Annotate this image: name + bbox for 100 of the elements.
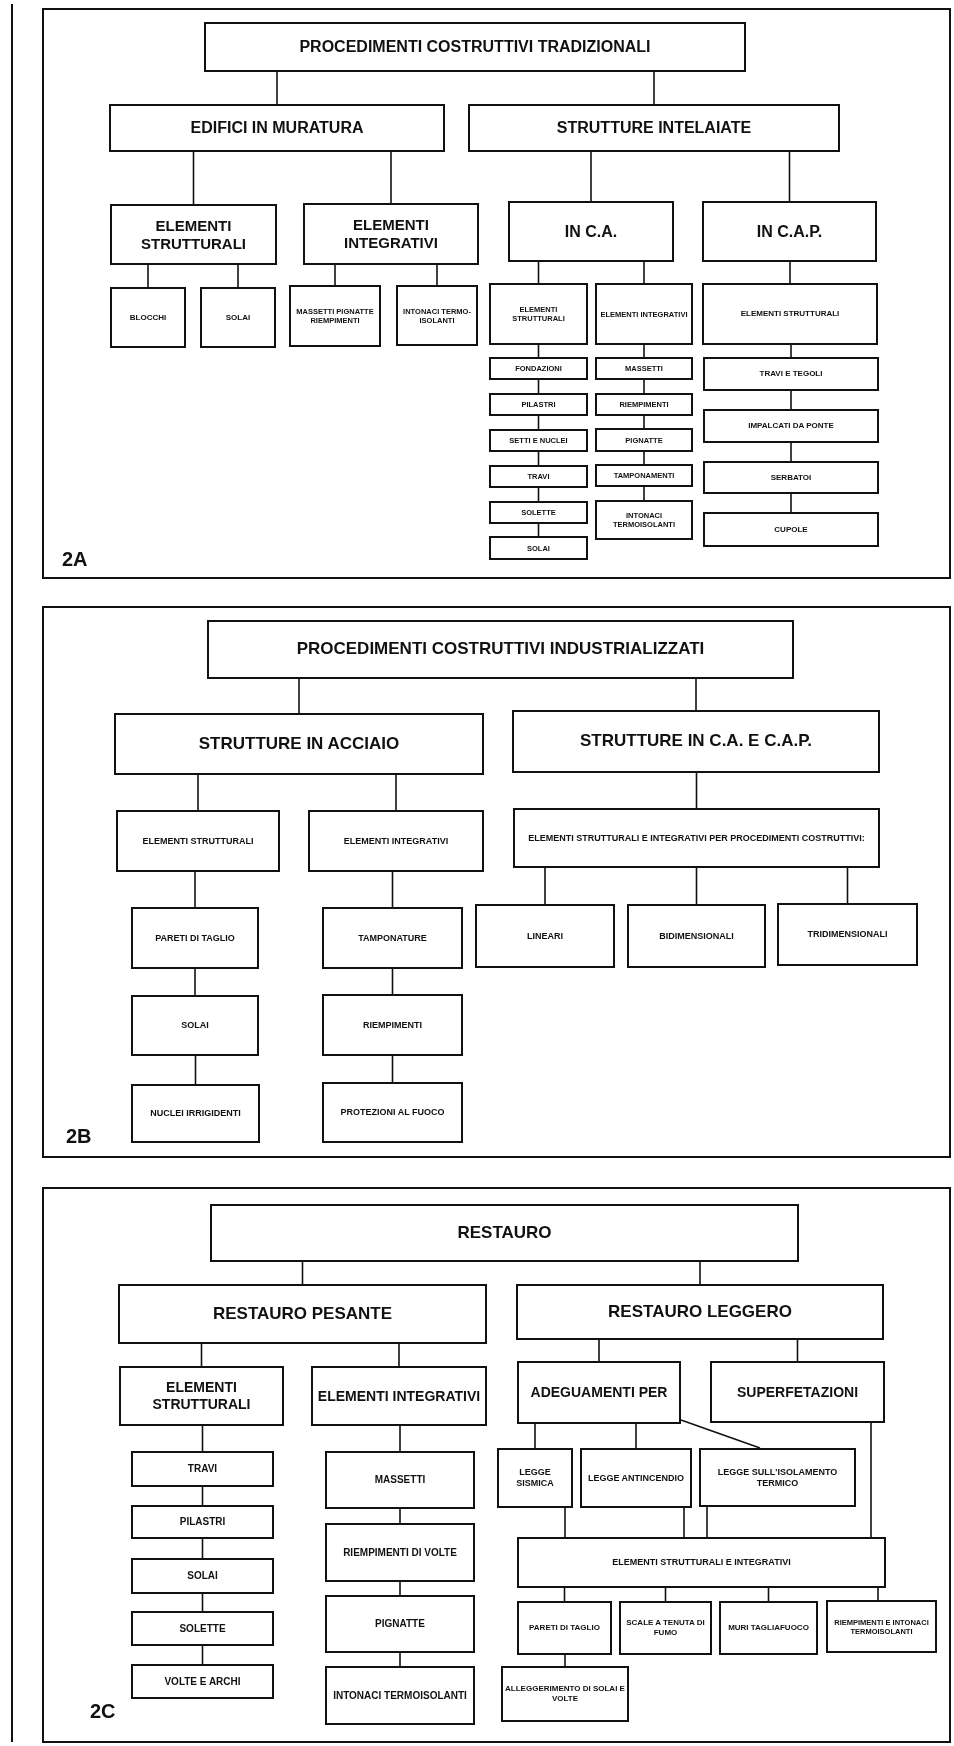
connector-line [699,1261,701,1285]
node-label: STRUTTURE IN ACCIAIO [198,733,400,755]
node-label: LEGGE SULL'ISOLAMENTO TERMICO [716,1466,839,1489]
category-box [595,428,693,452]
node-label: ELEMENTI INTEGRATIVI [343,835,449,847]
connector-line [695,867,698,905]
category-box [489,283,588,345]
connector-line [197,774,199,811]
category-box [303,203,479,265]
category-box [512,710,880,773]
node-label: RIEMPIMENTI [363,1019,422,1031]
category-box [627,904,766,968]
category-box [501,1666,629,1722]
category-box [110,204,277,265]
category-box [289,285,381,347]
category-box [595,500,693,540]
node-label: IMPALCATI DA PONTE [748,421,834,431]
connector-line [399,1508,401,1524]
connector-line [334,264,336,286]
panel-number: 2C [90,1700,116,1723]
connector-line [436,264,438,286]
connector-line [695,772,698,809]
connector-line [544,867,546,905]
connector-line [537,261,540,284]
node-label: ALLEGGERIMENTO DI SOLAI E VOLTE [505,1684,625,1704]
category-box [517,1537,886,1588]
category-box [489,357,588,380]
node-label: SOLETTE [179,1622,226,1635]
node-label: SUPERFETAZIONI [736,1383,859,1401]
node-label: RIEMPIMENTI DI VOLTE [343,1546,457,1559]
connector-line [643,451,645,465]
node-label: BIDIMENSIONALI [659,930,734,942]
category-box [595,393,693,416]
node-label: ELEMENTI STRUTTURALI [151,1379,252,1413]
connector-line [790,442,792,462]
node-label: SOLAI [187,1570,218,1582]
connector-line [790,344,792,358]
category-box [703,512,879,547]
connector-line [643,344,645,358]
node-label: SERBATOI [770,472,812,483]
connector-line [237,264,239,288]
connector-line [598,1339,600,1362]
connector-line [391,1055,394,1083]
node-label: TRAVI E TEGOLI [759,369,823,379]
category-box [702,283,878,345]
category-box [207,620,794,679]
connector-line [534,1423,536,1449]
category-box [109,104,445,152]
node-label: PROCEDIMENTI COSTRUTTIVI INDUSTRIALIZZATI [296,639,705,660]
connector-line [790,390,792,410]
connector-line [643,261,645,284]
category-box [200,287,276,348]
node-label: IN C.A. [564,221,618,242]
connector-line [789,261,791,284]
node-label: PROTEZIONI AL FUOCO [340,1107,445,1118]
node-label: SOLAI [225,312,251,323]
category-box [513,808,880,868]
category-box [489,501,588,524]
category-box [322,994,463,1056]
category-box [489,536,588,560]
connector-line [200,1343,203,1367]
category-box [325,1451,475,1509]
connector-line [635,1423,637,1449]
node-label: VOLTE E ARCHI [164,1675,241,1688]
category-box [595,357,693,380]
node-label: TAMPONATURE [358,932,427,944]
category-box [325,1666,475,1725]
category-box [131,995,259,1056]
node-label: TRIDIMENSIONALI [807,929,888,940]
category-box [131,1451,274,1487]
node-label: ELEMENTI STRUTTURALI E INTEGRATIVI PER PROCEDIMENTI COSTRUTTIVI: [528,832,865,844]
category-box [131,1558,274,1594]
connector-line [201,1538,204,1559]
node-label: STRUTTURE INTELAIATE [556,118,752,138]
connector-line [192,151,195,205]
node-label: LEGGE SISMICA [515,1467,555,1489]
category-box [114,713,484,775]
category-box [826,1600,937,1653]
connector-line [564,1654,566,1667]
node-label: PIGNATTE [375,1618,425,1630]
node-label: EDIFICI IN MURATURA [190,118,364,138]
category-box [619,1601,712,1655]
category-box [489,465,588,488]
category-box [595,464,693,487]
connector-line [201,1425,204,1452]
category-box [396,285,478,346]
category-box [699,1448,856,1507]
category-box [703,357,879,391]
connector-line [147,264,149,288]
category-box [703,409,879,443]
node-label: NUCLEI IRRIGIDENTI [150,1108,241,1119]
connector-line [194,871,196,908]
category-box [131,1611,274,1646]
category-box [702,201,877,262]
node-label: STRUTTURE IN C.A. E C.A.P. [579,731,812,752]
node-label: IN C.A.P. [756,221,823,242]
category-box [468,104,840,152]
category-box [508,201,674,262]
connector-line [653,71,655,105]
node-label: PARETI DI TAGLIO [529,1623,600,1633]
